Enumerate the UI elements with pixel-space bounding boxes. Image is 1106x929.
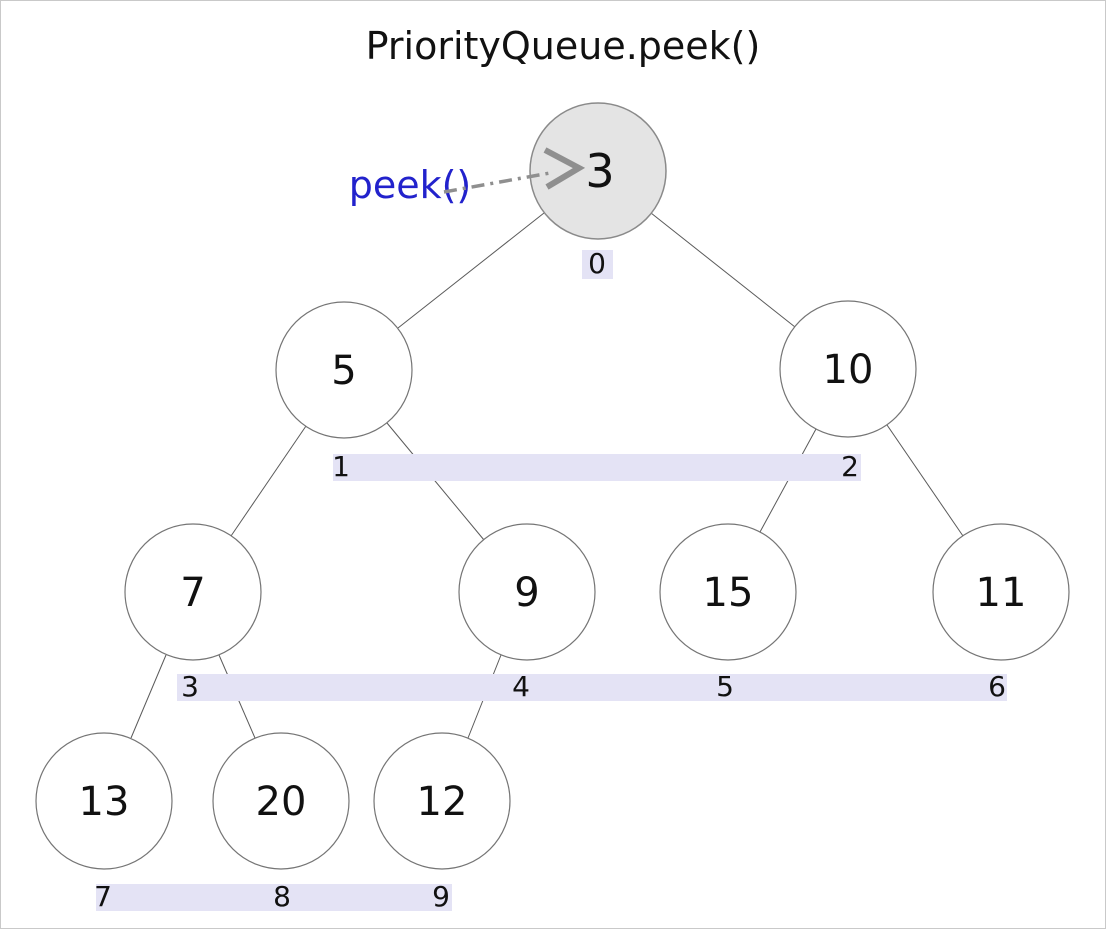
- edge-2-6: [886, 424, 964, 537]
- peek-arrow-shaft: [443, 171, 551, 194]
- index-label-4: 4: [512, 670, 530, 703]
- index-label-9: 9: [432, 880, 450, 913]
- node-circle: [373, 732, 511, 870]
- heap-node-7: 13: [35, 732, 173, 870]
- node-circle-root: [529, 102, 667, 240]
- node-circle: [458, 523, 596, 661]
- index-band-level-1: [333, 454, 861, 481]
- node-value-6: 11: [976, 570, 1027, 616]
- node-circle: [212, 732, 350, 870]
- node-value-7: 13: [79, 779, 130, 825]
- index-label-3: 3: [181, 670, 199, 703]
- edge-1-3: [230, 425, 307, 537]
- heap-node-2: 10: [779, 300, 917, 438]
- edge-0-2: [650, 212, 796, 328]
- page-title: PriorityQueue.peek(): [366, 24, 761, 68]
- index-label-8: 8: [273, 880, 291, 913]
- node-circle: [659, 523, 797, 661]
- index-label-1: 1: [332, 450, 350, 483]
- node-value-2: 10: [823, 347, 874, 393]
- index-label-7: 7: [94, 880, 112, 913]
- heap-node-8: 20: [212, 732, 350, 870]
- index-label-2: 2: [841, 450, 859, 483]
- heap-nodes: 3 5 10 7 9 15 11 13: [35, 102, 1070, 870]
- node-circle: [932, 523, 1070, 661]
- index-label-5: 5: [716, 670, 734, 703]
- index-band-level-0: [582, 250, 613, 279]
- edge-0-1: [397, 212, 545, 329]
- edge-3-7: [130, 654, 167, 739]
- index-band-level-2: [177, 674, 1007, 701]
- node-value-8: 20: [256, 779, 307, 825]
- node-value-9: 12: [417, 779, 468, 825]
- index-labels: 0 1 2 3 4 5 6 7 8 9: [94, 247, 1006, 913]
- heap-node-3: 7: [124, 523, 262, 661]
- node-circle: [779, 300, 917, 438]
- peek-annotation: peek(): [349, 147, 586, 207]
- peek-label: peek(): [349, 163, 472, 207]
- heap-node-6: 11: [932, 523, 1070, 661]
- index-bands: [96, 250, 1007, 911]
- node-value-0: 3: [585, 144, 614, 198]
- node-value-3: 7: [180, 570, 205, 616]
- heap-node-4: 9: [458, 523, 596, 661]
- index-label-0: 0: [588, 247, 606, 280]
- node-circle: [35, 732, 173, 870]
- heap-node-1: 5: [275, 301, 413, 439]
- node-circle: [124, 523, 262, 661]
- node-value-4: 9: [514, 570, 539, 616]
- heap-node-5: 15: [659, 523, 797, 661]
- heap-node-0: 3: [529, 102, 667, 240]
- edge-1-4: [386, 422, 485, 541]
- node-value-1: 5: [331, 348, 356, 394]
- node-value-5: 15: [703, 570, 754, 616]
- index-band-level-3: [96, 884, 452, 911]
- peek-arrow-head-icon: [543, 147, 586, 190]
- heap-node-9: 12: [373, 732, 511, 870]
- index-label-6: 6: [988, 670, 1006, 703]
- node-circle: [275, 301, 413, 439]
